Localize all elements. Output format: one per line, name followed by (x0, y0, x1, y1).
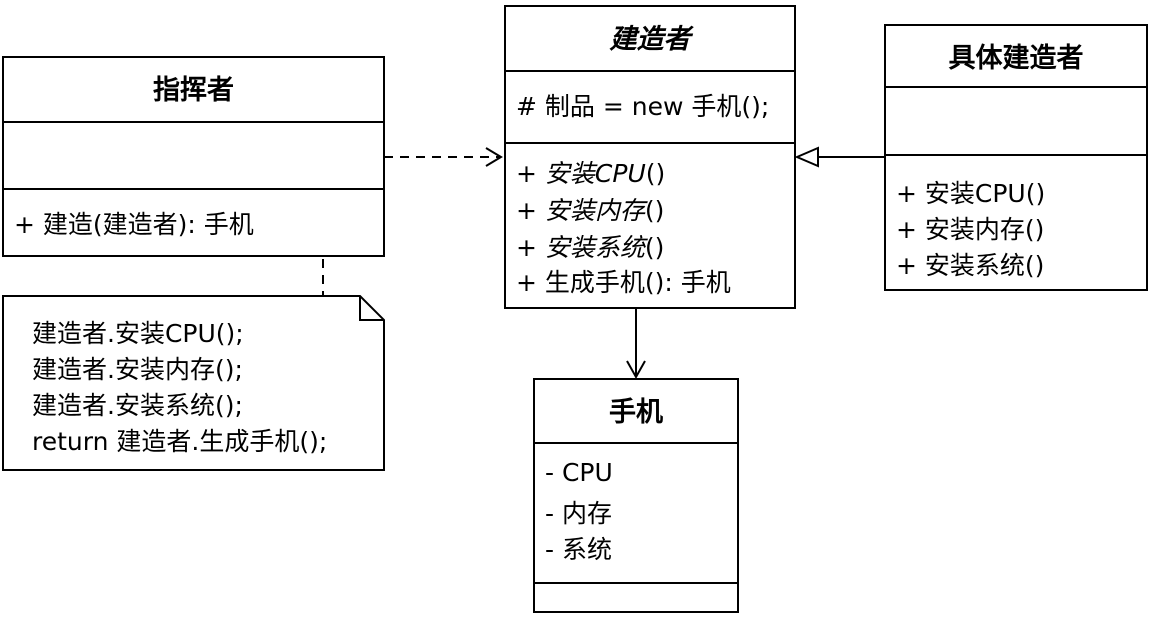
op-name: + 生成手机(): 手机 (516, 268, 731, 297)
note-line: return 建造者.生成手机(); (32, 427, 328, 456)
op-parens: () (645, 159, 666, 188)
builder-attr-divider (506, 70, 794, 72)
phone-attribute: - CPU (545, 458, 613, 487)
concrete-builder-operation: + 安装CPU() (896, 179, 1046, 208)
phone-attr-divider (535, 442, 737, 444)
phone-op-divider (535, 582, 737, 584)
note-line: 建造者.安装内存(); (32, 355, 243, 384)
builder-attribute: # 制品 = new 手机(); (516, 92, 770, 121)
op-parens: () (644, 233, 665, 262)
builder-operation: + 生成手机(): 手机 (516, 263, 731, 299)
concrete-builder-operation: + 安装系统() (896, 251, 1045, 280)
op-visibility: + (516, 196, 545, 225)
op-name: 安装内存 (544, 196, 645, 225)
phone-attribute: - 系统 (545, 535, 612, 564)
builder-op-divider (506, 142, 794, 144)
director-class-title: 指挥者 (153, 75, 234, 106)
concrete-builder-operation: + 安装内存() (896, 215, 1045, 244)
builder-operation: + 安装CPU() (516, 154, 665, 190)
generalization-arrowhead (794, 146, 819, 168)
concrete-builder-class-title: 具体建造者 (948, 43, 1084, 74)
op-name: 安装系统 (544, 233, 645, 262)
director-op-divider (4, 188, 383, 190)
op-parens: () (644, 196, 665, 225)
phone-attribute: - 内存 (545, 499, 612, 528)
concrete-builder-op-divider (886, 154, 1146, 156)
phone-class-title: 手机 (609, 397, 663, 428)
op-visibility: + (516, 159, 545, 188)
dependency-arrowhead (485, 147, 503, 167)
op-name: 安装CPU (544, 159, 646, 188)
note-line: 建造者.安装系统(); (32, 391, 243, 420)
op-visibility: + (516, 233, 545, 262)
note-fold (359, 296, 384, 321)
director-attr-divider (4, 121, 383, 123)
builder-class[interactable]: 建造者 # 制品 = new 手机(); + 安装CPU() + 安装内存() … (504, 5, 796, 309)
concrete-builder-class[interactable]: 具体建造者 + 安装CPU() + 安装内存() + 安装系统() (884, 24, 1148, 291)
builder-operation: + 安装内存() (516, 191, 664, 227)
association-arrowhead (626, 360, 646, 380)
director-operation: + 建造(建造者): 手机 (14, 210, 254, 239)
builder-class-title: 建造者 (609, 24, 691, 55)
note-shape (2, 295, 385, 471)
phone-class[interactable]: 手机 - CPU - 内存 - 系统 (533, 378, 739, 613)
concrete-builder-attr-divider (886, 86, 1146, 88)
director-class[interactable]: 指挥者 + 建造(建造者): 手机 (2, 56, 385, 257)
note-line: 建造者.安装CPU(); (32, 319, 244, 348)
builder-operation: + 安装系统() (516, 228, 664, 264)
